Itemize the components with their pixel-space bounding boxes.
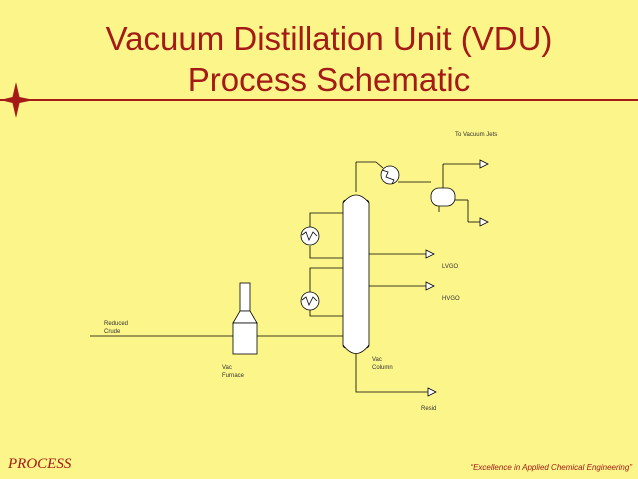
lower-pumparound-line	[309, 267, 343, 292]
accumulator-drum	[430, 187, 456, 212]
vac-furnace	[232, 282, 258, 355]
label-hvgo: HVGO	[442, 296, 460, 302]
upper-pumparound-exchanger-icon	[300, 226, 320, 246]
lvgo-arrow-icon	[425, 249, 435, 259]
label-vac-column-2: Column	[372, 365, 393, 371]
label-to-vacuum-jets: To Vacuum Jets	[455, 132, 497, 138]
label-reduced-crude-2: Crude	[104, 329, 121, 335]
compass-star-icon	[0, 82, 34, 118]
title-line-2: Process Schematic	[187, 61, 471, 98]
footer-tagline: “Excellence in Applied Chemical Engineer…	[470, 463, 632, 472]
hvgo-arrow-icon	[425, 281, 435, 291]
label-reduced-crude-1: Reduced	[104, 321, 128, 327]
footer-process-label: PROCESS	[8, 456, 72, 472]
label-vac-furnace-1: Vac	[222, 365, 232, 371]
lower-pumparound-return	[309, 310, 343, 317]
label-vac-furnace-2: Furnace	[222, 373, 245, 379]
title-line-1: Vacuum Distillation Unit (VDU)	[105, 20, 553, 57]
upper-pumparound-line	[309, 212, 343, 227]
condenser-in-line	[375, 161, 384, 169]
drum-liquid-arrow-icon	[479, 217, 489, 227]
resid-arrow-icon	[427, 387, 437, 397]
label-lvgo: LVGO	[442, 264, 459, 270]
vacuum-jets-arrow-icon	[479, 159, 489, 169]
upper-pumparound-return	[309, 246, 343, 259]
overhead-condenser-icon	[380, 165, 400, 185]
label-vac-column-1: Vac	[372, 357, 382, 363]
vac-column	[342, 194, 370, 354]
lower-pumparound-exchanger-icon	[300, 291, 320, 311]
resid-line	[355, 354, 428, 393]
label-resid: Resid	[421, 406, 436, 412]
